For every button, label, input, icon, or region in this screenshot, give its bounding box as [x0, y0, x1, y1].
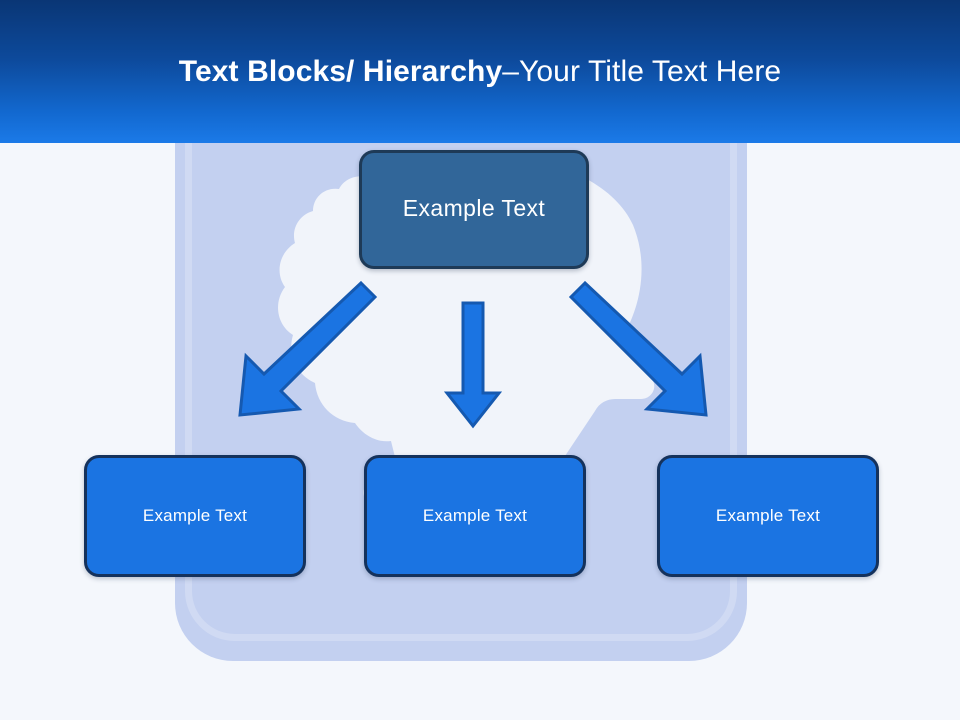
- page-title-separator: –: [502, 54, 520, 88]
- node-box-child-3[interactable]: Example Text: [657, 455, 879, 577]
- header-bar: [0, 0, 960, 143]
- page-title-strong: Text Blocks/ Hierarchy: [178, 54, 503, 88]
- node-box-child-1-label: Example Text: [142, 506, 248, 525]
- node-box-child-3-label: Example Text: [715, 506, 821, 525]
- arrow-to-middle-child: [443, 301, 503, 429]
- node-box-child-1[interactable]: Example Text: [84, 455, 306, 577]
- arrow-to-right-child: [568, 280, 708, 417]
- arrow-to-left-child: [238, 280, 378, 417]
- page-title-light: Your Title Text Here: [519, 54, 782, 88]
- diagram-panel-inner-ring: [185, 143, 737, 641]
- node-box-child-2[interactable]: Example Text: [364, 455, 586, 577]
- page-title: Text Blocks/ Hierarchy – Your Title Text…: [0, 0, 960, 143]
- node-box-parent-label: Example Text: [402, 195, 546, 221]
- node-box-parent[interactable]: Example Text: [359, 150, 589, 269]
- node-box-child-2-label: Example Text: [422, 506, 528, 525]
